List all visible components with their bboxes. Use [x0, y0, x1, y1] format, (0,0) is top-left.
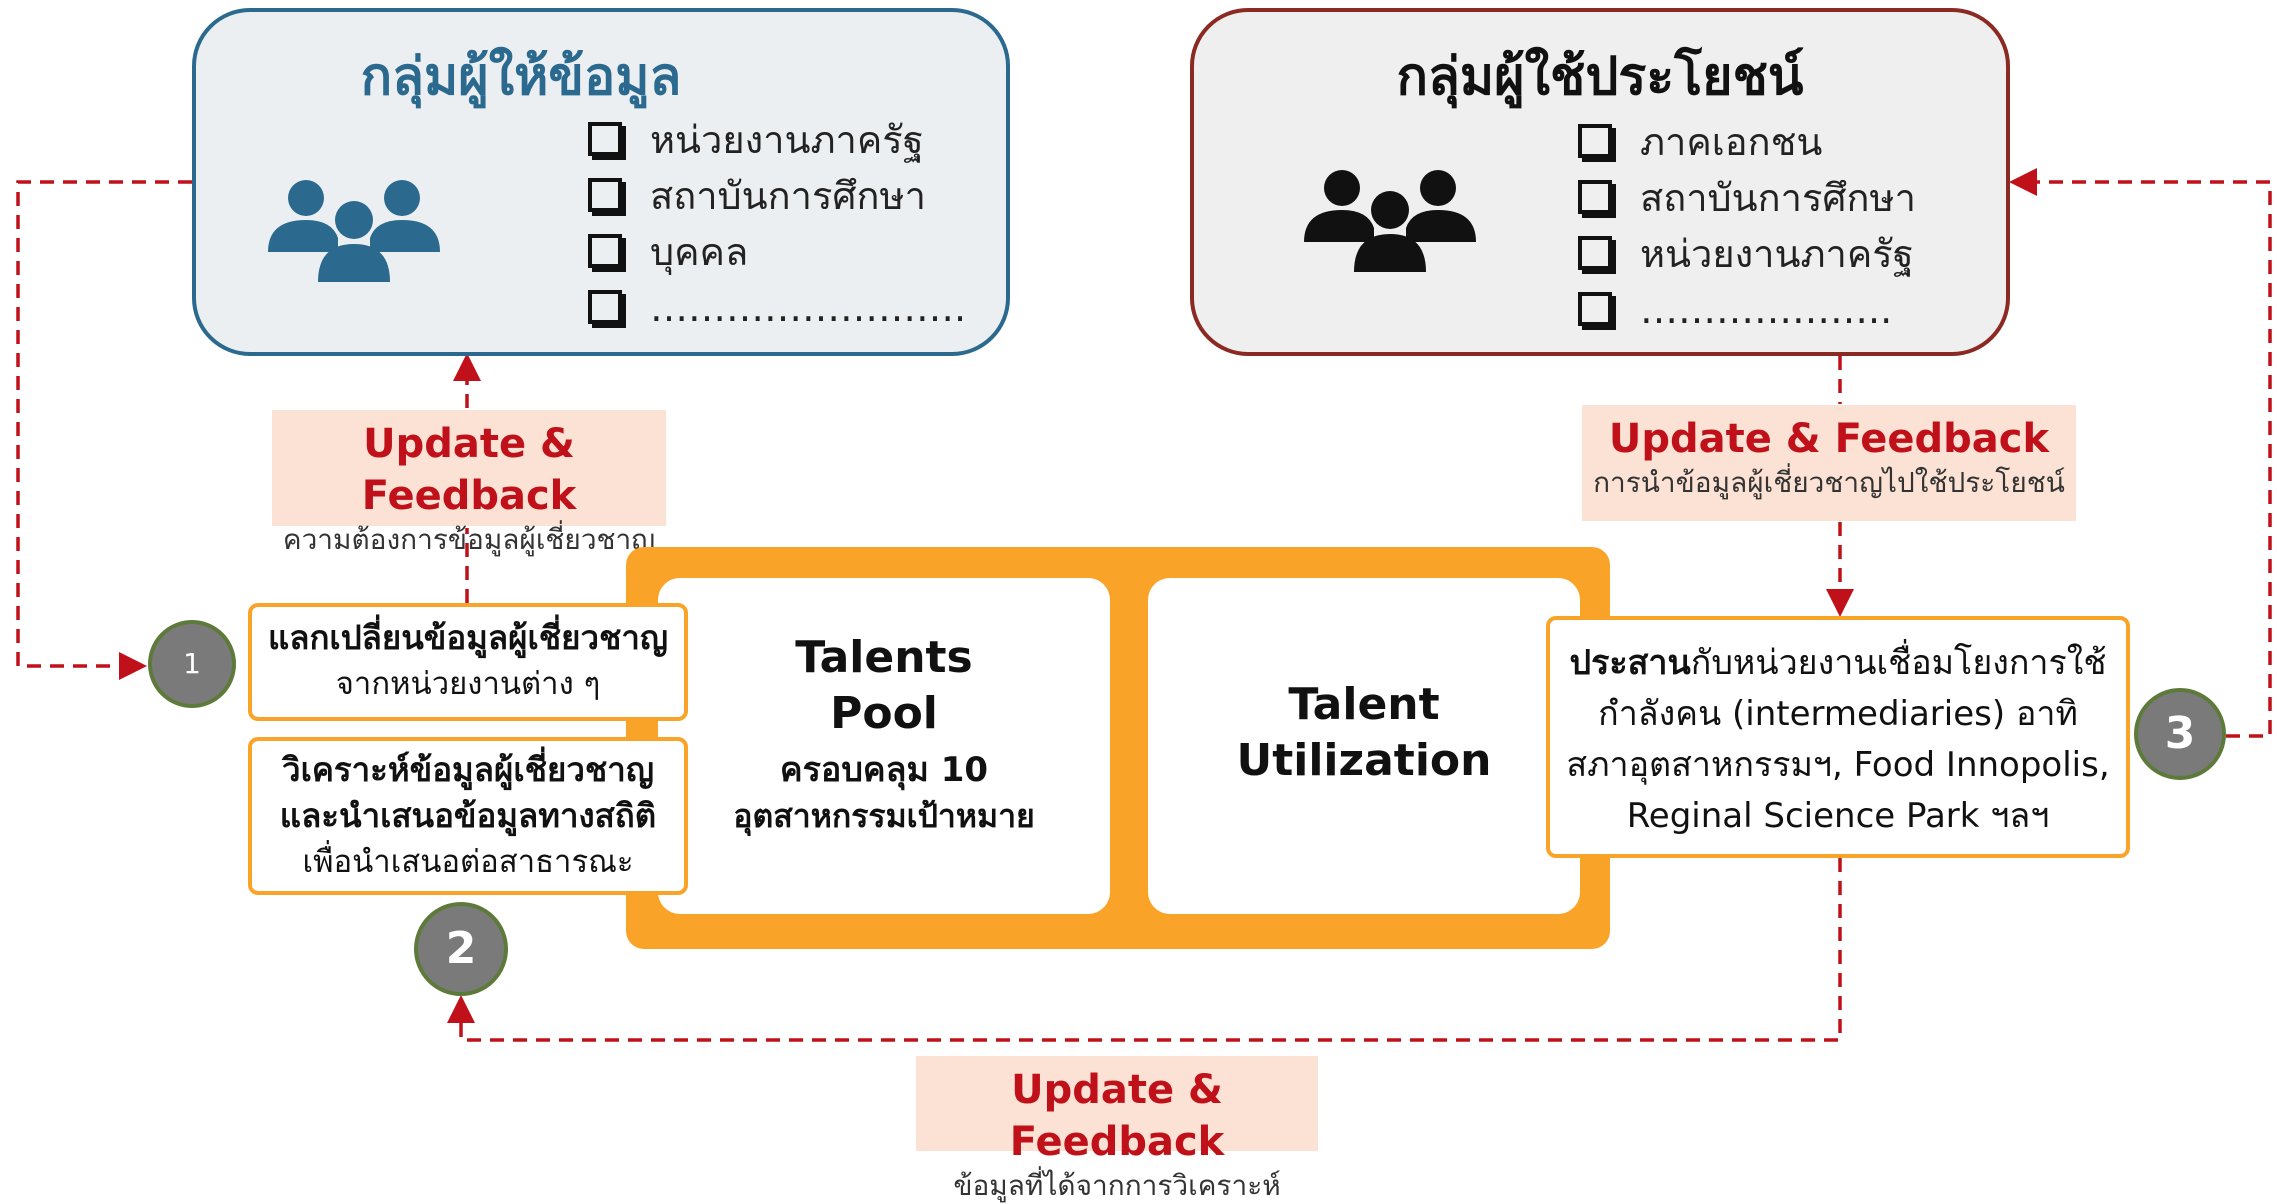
provider-item-list: หน่วยงานภาครัฐ สถาบันการศึกษา บุคคล …………… — [588, 112, 966, 336]
feedback-subtitle: ข้อมูลที่ได้จากการวิเคราะห์ — [953, 1169, 1281, 1202]
step1-line1: แลกเปลี่ยนข้อมูลผู้เชี่ยวชาญ — [267, 618, 669, 657]
step1-box: แลกเปลี่ยนข้อมูลผู้เชี่ยวชาญ จากหน่วยงาน… — [248, 603, 688, 721]
feedback-label-left: Update & Feedback ความต้องการข้อมูลผู้เช… — [272, 410, 666, 556]
feedback-subtitle: ความต้องการข้อมูลผู้เชี่ยวชาญ — [282, 523, 656, 556]
checkbox-icon — [1578, 235, 1612, 270]
feedback-label-right: Update & Feedback การนำข้อมูลผู้เชี่ยวชา… — [1582, 405, 2076, 521]
people-group-icon — [268, 180, 440, 282]
step1-number-badge: 1 — [148, 620, 236, 708]
feedback-label-bottom: Update & Feedback ข้อมูลที่ได้จากการวิเค… — [916, 1056, 1318, 1202]
step3-number-badge: 3 — [2134, 688, 2226, 780]
step3-line3: สภาอุตสาหกรรมฯ, Food Innopolis, — [1566, 745, 2110, 785]
checkbox-icon — [1578, 123, 1612, 158]
list-item: สถาบันการศึกษา — [588, 168, 966, 224]
feedback-title: Update & Feedback — [1009, 1067, 1225, 1165]
step3-line4: Reginal Science Park ฯลฯ — [1626, 796, 2050, 836]
step3-line1: ประสานกับหน่วยงานเชื่อมโยงการใช้ — [1550, 638, 2126, 689]
talents-pool-subtitle-line1: ครอบคลุม 10 — [779, 750, 989, 790]
list-item: ……………………. — [588, 280, 966, 336]
talent-utilization-title-line1: Talent — [1288, 679, 1440, 730]
dashed-line-provider-to-step1 — [16, 180, 192, 680]
list-item: ภาคเอกชน — [1578, 114, 1916, 170]
beneficiary-group-box: กลุ่มผู้ใช้ประโยชน์ ภาคเอกชน สถาบันการศึ… — [1190, 8, 2010, 356]
talents-pool-title-line2: Pool — [830, 688, 938, 739]
talent-utilization-title-line2: Utilization — [1236, 735, 1492, 786]
step2-number-badge: 2 — [414, 902, 508, 996]
talents-pool-title-line1: Talents — [795, 632, 973, 683]
feedback-subtitle: การนำข้อมูลผู้เชี่ยวชาญไปใช้ประโยชน์ — [1593, 466, 2065, 499]
checkbox-icon — [588, 233, 622, 268]
step3-box: ประสานกับหน่วยงานเชื่อมโยงการใช้ กำลังคน… — [1546, 616, 2130, 858]
step2-box: วิเคราะห์ข้อมูลผู้เชี่ยวชาญ และนำเสนอข้อ… — [248, 737, 688, 895]
dashed-line-step3-to-beneficiary — [2009, 168, 2272, 738]
people-group-icon — [1304, 170, 1476, 272]
list-item: หน่วยงานภาครัฐ — [588, 112, 966, 168]
feedback-title: Update & Feedback — [361, 421, 577, 519]
step3-line1-bold: ประสาน — [1569, 643, 1691, 683]
checkbox-icon — [588, 289, 622, 324]
checkbox-icon — [588, 121, 622, 156]
beneficiary-group-title: กลุ่มผู้ใช้ประโยชน์ — [1396, 47, 1804, 107]
step3-line2: กำลังคน (intermediaries) อาทิ — [1598, 694, 2078, 734]
list-item: สถาบันการศึกษา — [1578, 170, 1916, 226]
list-item: ……………….. — [1578, 282, 1916, 338]
step2-line1: วิเคราะห์ข้อมูลผู้เชี่ยวชาญ — [282, 750, 654, 789]
checkbox-icon — [588, 177, 622, 212]
talent-utilization-panel: Talent Utilization — [1148, 578, 1580, 914]
provider-group-box: กลุ่มผู้ให้ข้อมูล หน่วยงานภาครัฐ สถาบันก… — [192, 8, 1010, 356]
list-item: บุคคล — [588, 224, 966, 280]
talents-pool-panel: Talents Pool ครอบคลุม 10 อุตสาหกรรมเป้าห… — [658, 578, 1110, 914]
checkbox-icon — [1578, 291, 1612, 326]
checkbox-icon — [1578, 179, 1612, 214]
beneficiary-item-list: ภาคเอกชน สถาบันการศึกษา หน่วยงานภาครัฐ …… — [1578, 114, 1916, 338]
list-item: หน่วยงานภาครัฐ — [1578, 226, 1916, 282]
step1-line2: จากหน่วยงานต่าง ๆ — [335, 666, 601, 702]
talents-pool-subtitle-line2: อุตสาหกรรมเป้าหมาย — [733, 797, 1035, 835]
step2-line3: เพื่อนำเสนอต่อสาธารณะ — [302, 844, 634, 880]
provider-group-title: กลุ่มผู้ให้ข้อมูล — [360, 47, 682, 107]
step2-line2: และนำเสนอข้อมูลทางสถิติ — [279, 796, 657, 835]
feedback-title: Update & Feedback — [1608, 416, 2050, 462]
step3-line1-rest: กับหน่วยงานเชื่อมโยงการใช้ — [1690, 643, 2107, 683]
